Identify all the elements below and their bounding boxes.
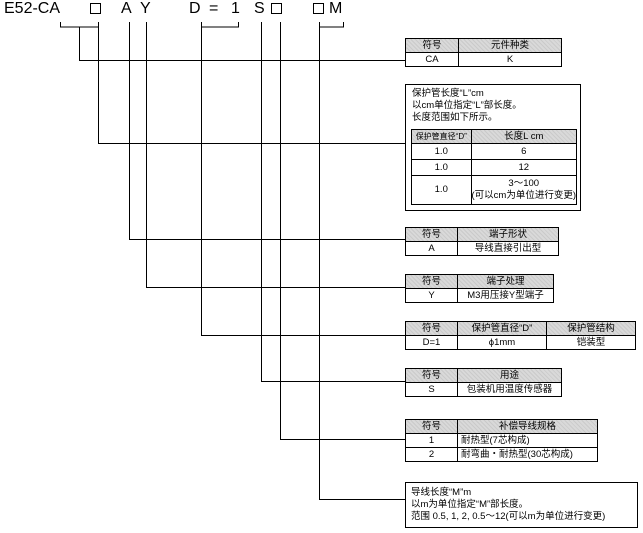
table-header: 端子处理 bbox=[457, 274, 554, 289]
table-header: 元件种类 bbox=[458, 38, 562, 53]
tube-length-desc: 以cm单位指定“L”部长度。 bbox=[412, 100, 522, 111]
table-cell: M3用压接Y型端子 bbox=[457, 288, 554, 303]
table-cell: A bbox=[405, 241, 458, 256]
table-header: 符号 bbox=[405, 419, 458, 434]
tube-length-title: 保护管长度“L”cm bbox=[412, 88, 484, 99]
length-range-value: 3～100 bbox=[508, 178, 540, 189]
model-y: Y bbox=[140, 0, 151, 17]
model-s: S bbox=[254, 0, 265, 17]
table-header: 保护管直径“D” bbox=[411, 129, 472, 144]
comp-wire-table: 符号 补偿导线规格 1 耐热型(7芯构成) 2 耐弯曲・耐热型(30芯构成) bbox=[405, 419, 598, 462]
lead-length-desc: 以m为单位指定“M”部长度。 bbox=[411, 499, 529, 510]
table-cell: 6 bbox=[470, 143, 577, 160]
placeholder-box-3 bbox=[313, 3, 324, 14]
tube-length-table: 保护管直径“D” 长度L cm 1.0 6 1.0 12 1.0 3～100 (… bbox=[411, 129, 577, 205]
lead-length-box: 导线长度“M”m 以m为单位指定“M”部长度。 范围 0.5, 1, 2, 0.… bbox=[405, 482, 638, 528]
table-cell: 1 bbox=[405, 433, 458, 448]
table-header: 补偿导线规格 bbox=[457, 419, 598, 434]
table-header: 端子形状 bbox=[457, 227, 559, 242]
table-header: 符号 bbox=[405, 368, 458, 383]
table-cell: D=1 bbox=[405, 335, 458, 350]
table-cell: CA bbox=[405, 52, 459, 67]
table-cell: Y bbox=[405, 288, 458, 303]
model-one: 1 bbox=[231, 0, 240, 17]
element-type-table: 符号 元件种类 CA K bbox=[405, 38, 562, 67]
table-cell: 1.0 bbox=[411, 143, 472, 160]
lead-length-title: 导线长度“M”m bbox=[411, 487, 472, 498]
model-m: M bbox=[329, 0, 343, 17]
table-header: 保护管直径“D” bbox=[457, 321, 547, 336]
table-cell: K bbox=[458, 52, 562, 67]
usage-table: 符号 用途 S 包装机用温度传感器 bbox=[405, 368, 562, 397]
table-cell: ϕ1mm bbox=[457, 335, 547, 350]
table-header: 保护管结构 bbox=[546, 321, 636, 336]
table-cell: 耐热型(7芯构成) bbox=[457, 433, 598, 448]
model-a: A bbox=[121, 0, 132, 17]
lead-length-range: 范围 0.5, 1, 2, 0.5～12(可以m为单位进行变更) bbox=[411, 511, 606, 522]
tube-length-range: 长度范围如下所示。 bbox=[412, 112, 498, 123]
terminal-process-table: 符号 端子处理 Y M3用压接Y型端子 bbox=[405, 274, 554, 303]
table-cell: 导线直接引出型 bbox=[457, 241, 559, 256]
table-header: 长度L cm bbox=[470, 129, 577, 144]
table-cell: 耐弯曲・耐热型(30芯构成) bbox=[457, 447, 598, 462]
table-cell: 1.0 bbox=[411, 175, 472, 205]
table-cell: 包装机用温度传感器 bbox=[457, 382, 562, 397]
tube-length-box: 保护管长度“L”cm 以cm单位指定“L”部长度。 长度范围如下所示。 保护管直… bbox=[405, 84, 581, 211]
tube-diameter-table: 符号 保护管直径“D” 保护管结构 D=1 ϕ1mm 铠装型 bbox=[405, 321, 636, 350]
table-cell: 铠装型 bbox=[546, 335, 636, 350]
table-cell: 3～100 (可以cm为单位进行变更) bbox=[470, 175, 577, 205]
table-header: 符号 bbox=[405, 227, 458, 242]
table-cell: 12 bbox=[470, 159, 577, 176]
table-header: 符号 bbox=[405, 274, 458, 289]
placeholder-box-2 bbox=[271, 3, 282, 14]
length-range-note: (可以cm为单位进行变更) bbox=[471, 190, 577, 201]
terminal-shape-table: 符号 端子形状 A 导线直接引出型 bbox=[405, 227, 559, 256]
table-cell: 2 bbox=[405, 447, 458, 462]
table-cell: 1.0 bbox=[411, 159, 472, 176]
table-header: 符号 bbox=[405, 38, 459, 53]
placeholder-box-1 bbox=[90, 3, 101, 14]
table-cell: S bbox=[405, 382, 458, 397]
model-prefix: E52-CA bbox=[4, 0, 61, 17]
model-d: D bbox=[189, 0, 201, 17]
table-header: 符号 bbox=[405, 321, 458, 336]
model-eq: = bbox=[209, 0, 219, 17]
table-header: 用途 bbox=[457, 368, 562, 383]
